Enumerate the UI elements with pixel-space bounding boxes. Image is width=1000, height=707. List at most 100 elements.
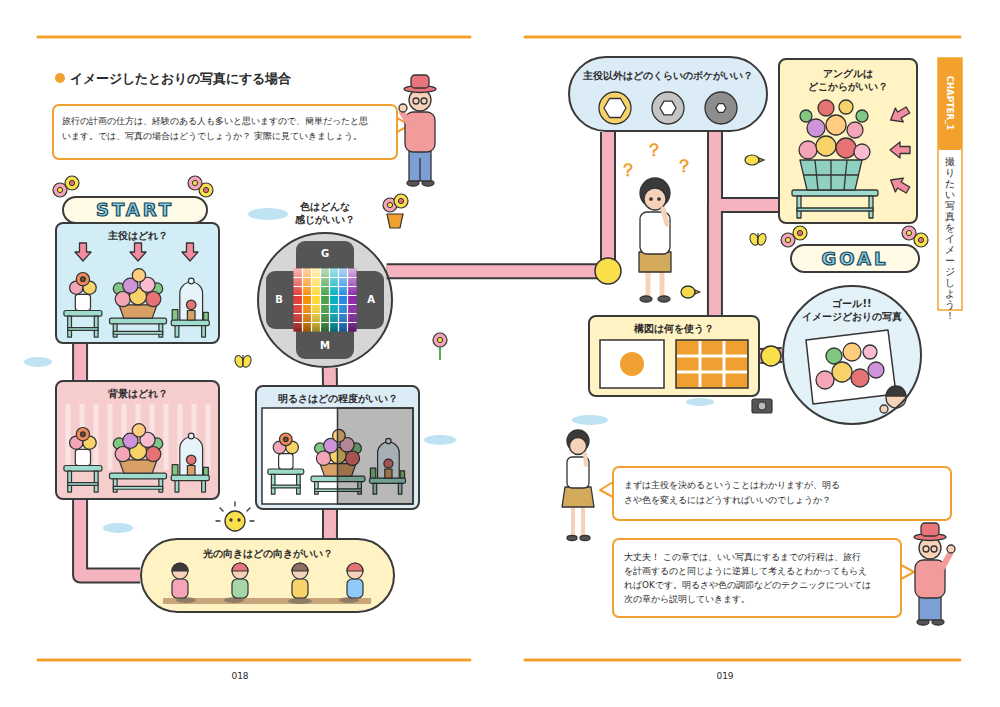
teacher-figure <box>921 523 939 536</box>
composition-icon <box>723 341 726 387</box>
aperture-icon <box>599 92 631 124</box>
aperture-icon <box>652 92 684 124</box>
angle-illustration <box>792 190 878 196</box>
color-wheel <box>294 313 357 314</box>
road-connector <box>387 132 608 271</box>
road-outline <box>715 132 778 205</box>
road-connector <box>715 132 778 205</box>
box-fill <box>783 286 921 424</box>
light-direction <box>292 563 308 571</box>
angle-illustration <box>854 144 870 160</box>
goal-photo <box>863 345 877 359</box>
angle-illustration <box>836 138 856 158</box>
question-box: アングルは どこからがいい？ <box>778 58 918 224</box>
background-options <box>64 424 209 492</box>
box-heading: アングルは どこからがいい？ <box>796 68 900 93</box>
page-rule <box>38 36 470 39</box>
box-fill <box>258 233 392 367</box>
background-options <box>206 404 211 470</box>
sun <box>216 502 254 531</box>
teacher-figure <box>421 98 427 104</box>
background-options <box>164 404 169 470</box>
road-outline <box>715 205 778 315</box>
wheel-letter: A <box>367 294 375 306</box>
question-mark: ？ <box>619 159 637 181</box>
confused-student <box>640 296 652 302</box>
color-wheel <box>294 304 357 305</box>
aperture-icon <box>716 104 726 113</box>
student-figure <box>581 507 585 535</box>
teacher-figure <box>399 104 407 112</box>
start-sign: START <box>62 196 208 224</box>
box-fill <box>791 245 919 272</box>
road-connector <box>329 510 330 538</box>
composition-icon <box>620 352 644 376</box>
angle-illustration <box>826 115 846 135</box>
bird <box>759 158 764 162</box>
cloud <box>572 415 608 425</box>
road-outline <box>387 132 608 271</box>
teacher-figure <box>399 75 436 186</box>
teacher-figure <box>419 158 420 181</box>
goal-photo <box>816 371 834 389</box>
box-fill <box>53 105 397 159</box>
box-fill <box>63 197 207 223</box>
bubble-text: まずは主役を決めるということはわかりますが、明る さや色を変えるにはどうすればい… <box>624 478 940 509</box>
angle-illustration <box>887 103 912 127</box>
wheel-letter: G <box>321 248 329 260</box>
page-rule <box>525 36 960 39</box>
confused-student <box>663 209 667 224</box>
teacher-figure <box>402 112 408 122</box>
subject-options <box>75 243 91 261</box>
teacher-figure <box>931 546 937 552</box>
student-figure <box>580 536 590 541</box>
wheel-letter: B <box>275 294 283 306</box>
decoration-flower <box>394 194 408 208</box>
decoration-flower <box>902 226 916 240</box>
junction-dot <box>595 258 621 284</box>
brightness-options <box>262 408 413 504</box>
confused-student <box>646 272 651 296</box>
sun <box>230 519 232 521</box>
chapter-title: 撮りたい写真をイメージしよう！ <box>945 156 955 321</box>
color-wheel <box>294 269 357 332</box>
page-title: イメージしたとおりの写真にする場合 <box>70 70 291 88</box>
question-box: 主役はどれ？ <box>55 222 220 344</box>
light-direction <box>292 579 308 598</box>
butterfly <box>748 232 767 246</box>
angle-illustration <box>856 110 868 122</box>
teacher-figure <box>919 596 941 620</box>
composition-icon <box>600 340 664 388</box>
angle-illustration <box>839 100 853 114</box>
decoration-flower <box>188 176 202 190</box>
angle-illustration <box>890 142 910 158</box>
goal-sign: GOAL <box>790 244 920 273</box>
question-pill: 主役以外はどのくらいのボケがいい？ <box>568 56 768 132</box>
speech-bubble: 旅行の計画の仕方は、経験のある人も多いと思いますので、簡単だったと思 います。で… <box>52 104 398 160</box>
confused-student <box>650 198 652 200</box>
brightness-options <box>262 408 413 504</box>
angle-illustration <box>818 100 834 116</box>
decoration-flower <box>387 214 403 228</box>
box-fill <box>779 59 917 223</box>
color-wheel <box>294 295 357 296</box>
sun <box>247 508 250 511</box>
circle-outline <box>258 233 392 367</box>
background-options <box>66 404 71 470</box>
page-rule <box>38 659 470 662</box>
composition-icon <box>677 355 747 358</box>
bird <box>745 155 759 165</box>
student-figure <box>562 430 594 541</box>
teacher-figure <box>405 112 435 152</box>
student-figure <box>570 438 587 455</box>
chapter-tab <box>938 58 962 150</box>
light-direction <box>347 563 363 571</box>
camera-icon <box>752 399 772 413</box>
bird <box>745 155 764 165</box>
road-outline <box>72 344 88 380</box>
box-fill <box>613 467 951 520</box>
student-figure <box>571 507 575 535</box>
goal-photo <box>886 386 906 396</box>
